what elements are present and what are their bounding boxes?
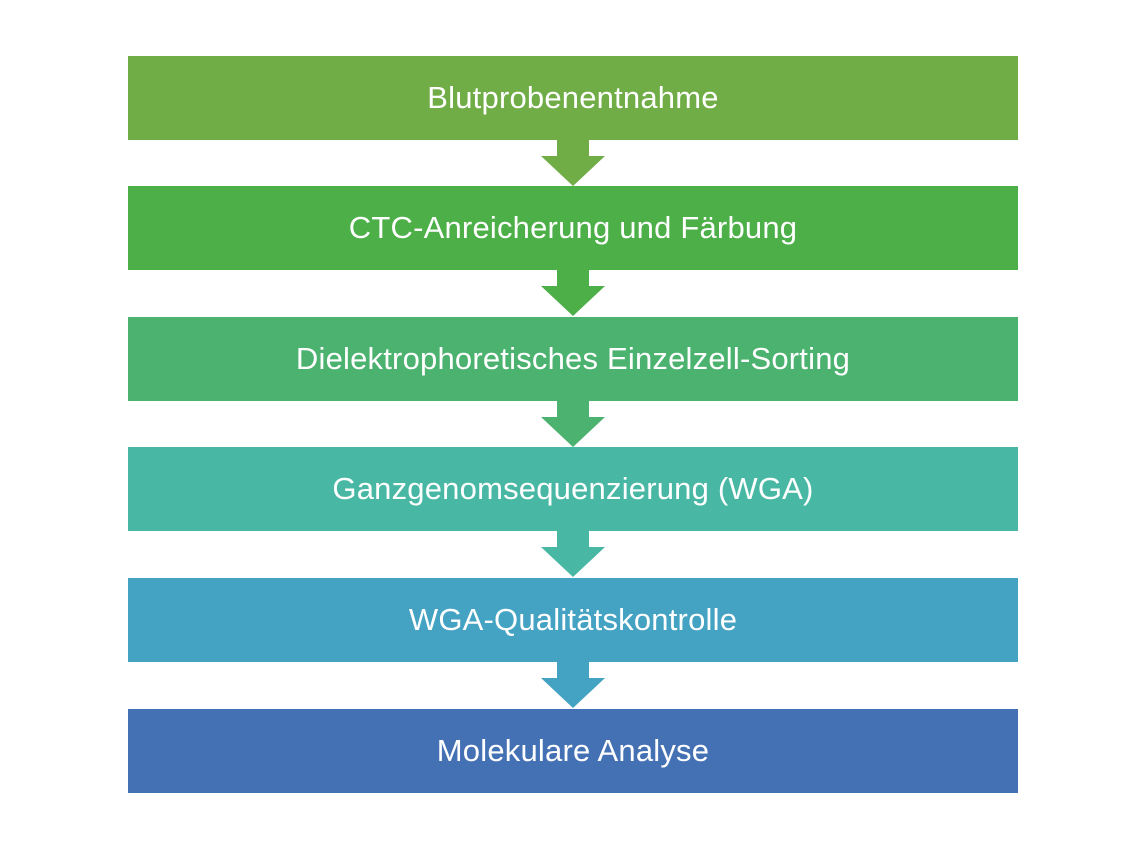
step-label: CTC-Anreicherung und Färbung	[348, 210, 798, 245]
step-label: Blutprobenentnahme	[427, 80, 719, 115]
process-flowchart: Blutprobenentnahme CTC-Anreicherung und …	[128, 56, 1018, 793]
step-ctc-enrichment: CTC-Anreicherung und Färbung	[128, 186, 1018, 270]
step-label: Molekulare Analyse	[436, 733, 710, 768]
step-molecular-analysis: Molekulare Analyse	[128, 709, 1018, 793]
arrow-down-icon	[541, 140, 605, 186]
step-label: Ganzgenomsequenzierung (WGA)	[332, 471, 814, 506]
step-wga-quality-control: WGA-Qualitätskontrolle	[128, 578, 1018, 662]
step-whole-genome-amplification: Ganzgenomsequenzierung (WGA)	[128, 447, 1018, 531]
step-blood-sampling: Blutprobenentnahme	[128, 56, 1018, 140]
step-label: Dielektrophoretisches Einzelzell-Sorting	[295, 341, 851, 376]
arrow-down-icon	[541, 662, 605, 708]
arrow-down-icon	[541, 401, 605, 447]
arrow-down-icon	[541, 531, 605, 577]
step-label: WGA-Qualitätskontrolle	[408, 602, 738, 637]
arrow-down-icon	[541, 270, 605, 316]
step-dielectrophoretic-sorting: Dielektrophoretisches Einzelzell-Sorting	[128, 317, 1018, 401]
